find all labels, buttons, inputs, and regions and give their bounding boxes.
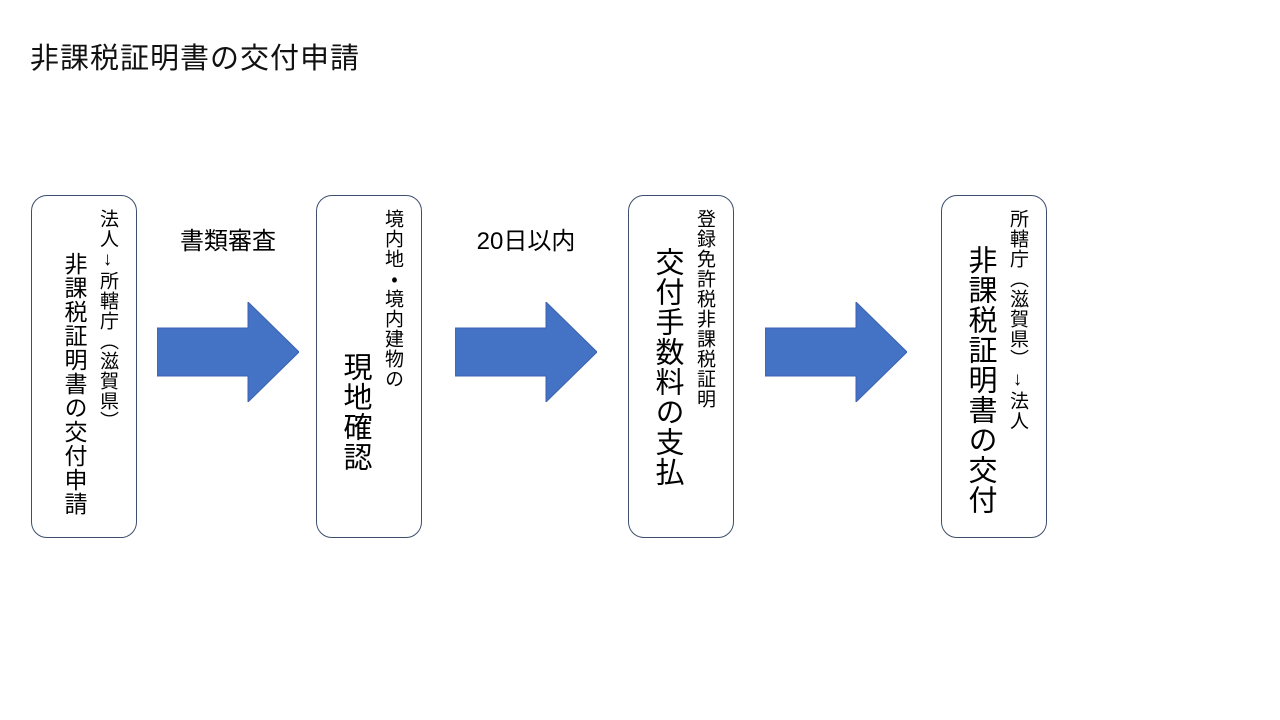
step-1-route-text: 法人↓所轄庁（滋賀県） (97, 209, 118, 431)
step-2-sub-text-part: 境内地・境内建物の (382, 209, 403, 389)
right-arrow-shape (157, 302, 299, 402)
route-from-text: 所轄庁（滋賀県） (1007, 209, 1028, 369)
arrow-1-label-document-review: 書類審査 (180, 228, 276, 255)
right-block-arrow-icon (455, 302, 597, 402)
arrow-2-label-within-20-days: 20日以内 (476, 228, 576, 255)
step-3-sub-text: 登録免許税非課税証明 (694, 209, 715, 409)
right-arrow-shape (455, 302, 597, 402)
step-3-main-text: 交付手数料の支払 (651, 247, 683, 487)
step-4-main-text: 非課税証明書の交付 (964, 245, 996, 515)
step-4-route-text: 所轄庁（滋賀県）↓法人 (1007, 209, 1028, 431)
step-1-main-text: 非課税証明書の交付申請 (61, 252, 87, 516)
right-block-arrow-icon (765, 302, 907, 402)
down-arrow-glyph: ↓ (1007, 369, 1028, 391)
route-to-text: 法人 (1007, 391, 1028, 431)
step-2-sub-text: 境内地・境内建物の (382, 209, 403, 389)
flow-arrow-1: 書類審査 (157, 228, 299, 404)
right-block-arrow-icon (157, 302, 299, 402)
right-arrow-shape (765, 302, 907, 402)
flow-arrow-2: 20日以内 (455, 228, 597, 404)
route-from-text: 法人 (97, 209, 118, 249)
step-3-sub-text-part: 登録免許税非課税証明 (694, 209, 715, 409)
page-title: 非課税証明書の交付申請 (30, 43, 361, 75)
flow-arrow-3 (765, 228, 907, 404)
step-2-main-text: 現地確認 (339, 352, 371, 472)
flow-step-1-application-box: 法人↓所轄庁（滋賀県） 非課税証明書の交付申請 (31, 195, 137, 538)
flow-step-2-site-inspection-box: 境内地・境内建物の 現地確認 (316, 195, 422, 538)
route-to-text: 所轄庁（滋賀県） (97, 271, 118, 431)
flow-step-3-fee-payment-box: 登録免許税非課税証明 交付手数料の支払 (628, 195, 734, 538)
flow-step-4-certificate-issuance-box: 所轄庁（滋賀県）↓法人 非課税証明書の交付 (941, 195, 1047, 538)
down-arrow-glyph: ↓ (97, 249, 118, 271)
